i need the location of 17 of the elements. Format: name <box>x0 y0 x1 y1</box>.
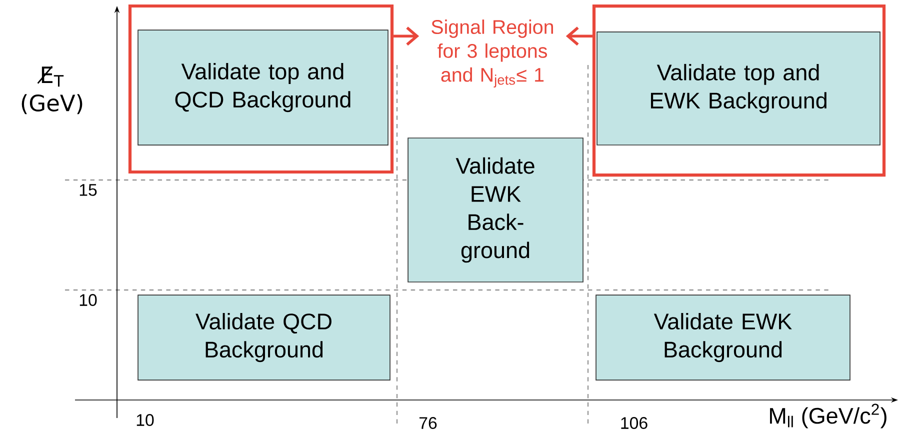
region-box: Validate QCD Background <box>138 294 390 380</box>
tick-label: 10 <box>80 294 97 306</box>
arrow <box>566 26 592 46</box>
highlight-frame <box>592 4 886 177</box>
axis-label: E̸$_{T}$ (GeV) <box>22 66 82 114</box>
tick-label: 10 <box>136 414 154 426</box>
highlight-frame <box>128 4 394 174</box>
arrow <box>394 26 420 46</box>
region-box: Validate EWK Background <box>596 294 850 380</box>
tick-label: 15 <box>80 184 97 196</box>
region-box: Validate top and QCD Background <box>138 30 388 146</box>
tick-label: 106 <box>621 417 648 429</box>
axis-label: M$_{ll}$ (GeV/c$^{2}$) <box>770 404 886 428</box>
signal-region-note: Signal Region for 3 leptons and N$_{jets}$≤ 1 <box>432 20 553 88</box>
region-box: Validate top and EWK Background <box>596 32 880 146</box>
region-box: Validate EWK Back-ground <box>408 138 584 282</box>
tick-label: 76 <box>419 417 437 429</box>
